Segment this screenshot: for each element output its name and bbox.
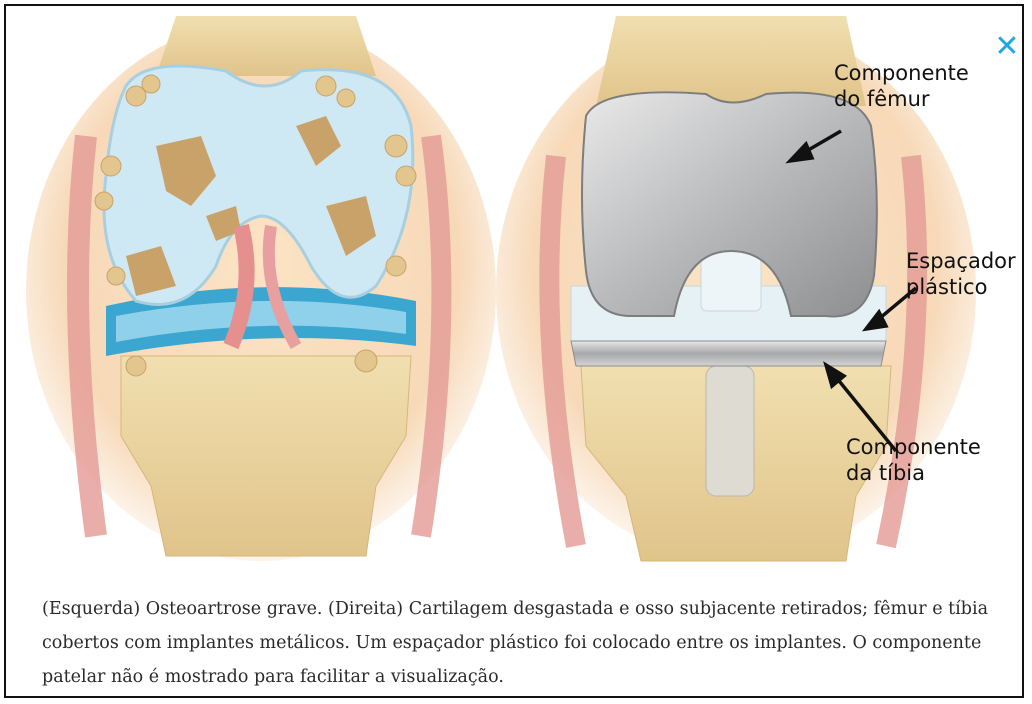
femur-label-line1: Componente xyxy=(834,60,969,86)
spacer-label-line1: Espaçador xyxy=(906,248,1016,274)
spacer-label-line2: plástico xyxy=(906,274,1016,300)
femur-label-line2: do fêmur xyxy=(834,86,969,112)
figure-caption: (Esquerda) Osteoartrose grave. (Direita)… xyxy=(42,592,1002,694)
knee-illustration: Componente do fêmur Espaçador plástico C… xyxy=(26,16,1016,576)
modal-frame: Componente do fêmur Espaçador plástico C… xyxy=(4,4,1024,698)
tibia-label-line2: da tíbia xyxy=(846,460,981,486)
left-knee-osteoarthritis xyxy=(26,16,496,561)
femur-component-label: Componente do fêmur xyxy=(834,60,969,112)
spacer-label: Espaçador plástico xyxy=(906,248,1016,300)
tibia-label-line1: Componente xyxy=(846,434,981,460)
close-x-icon[interactable]: ✕ xyxy=(992,32,1022,62)
tibia-component-label: Componente da tíbia xyxy=(846,434,981,486)
